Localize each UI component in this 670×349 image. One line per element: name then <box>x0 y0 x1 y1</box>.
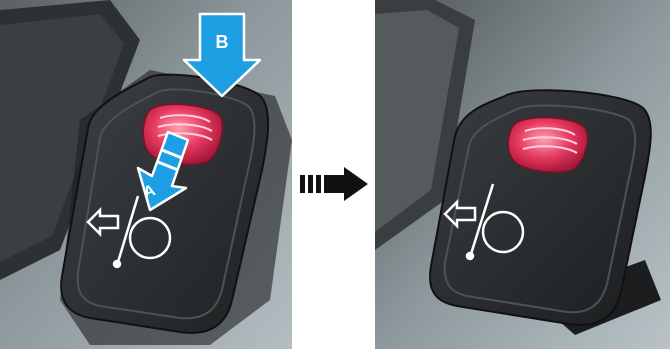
after-panel <box>375 0 670 349</box>
before-panel: A B <box>0 0 292 349</box>
step-b-label: B <box>216 32 229 52</box>
lock-button <box>508 118 587 173</box>
before-illustration: A B <box>0 0 292 349</box>
rocker-switch <box>430 90 651 325</box>
transition-arrow-icon <box>300 167 370 201</box>
after-illustration <box>375 0 670 349</box>
